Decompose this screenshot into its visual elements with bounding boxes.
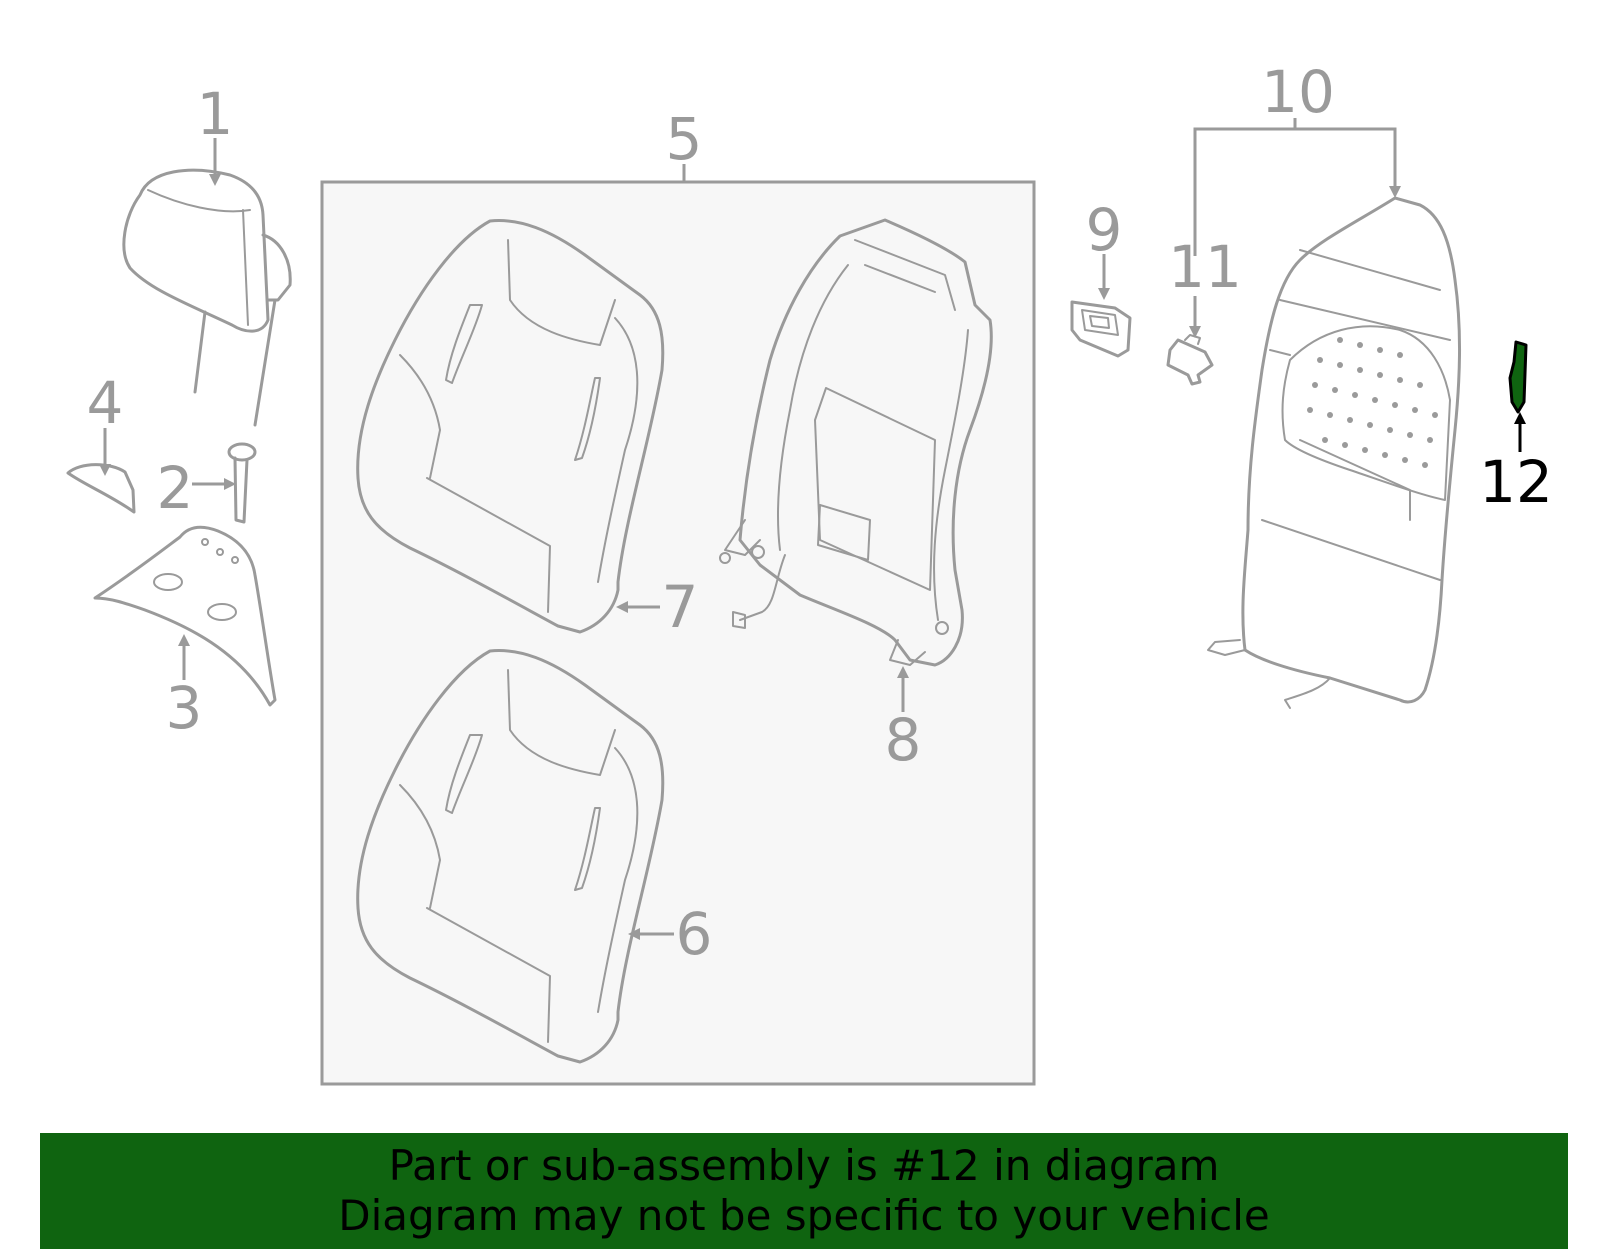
part-8-frame[interactable] [719,218,993,667]
info-banner: Part or sub-assembly is #12 in diagram D… [40,1133,1568,1249]
part-3-panel[interactable] [93,525,277,707]
banner-line-1: Part or sub-assembly is #12 in diagram [388,1141,1220,1190]
part-11-sensor[interactable] [1166,334,1214,386]
callout-6: 6 [676,900,713,968]
part-2-guide[interactable] [227,442,257,524]
arrow-3 [178,634,190,646]
part-10-frame[interactable] [1207,196,1462,709]
banner-line-2: Diagram may not be specific to your vehi… [338,1191,1270,1240]
callout-4: 4 [87,369,124,437]
arrow-4 [99,464,111,476]
arrow-6 [628,928,640,940]
callout-12: 12 [1479,448,1553,516]
callout-5: 5 [666,105,703,173]
arrow-2 [224,478,236,490]
part-6-cover[interactable] [356,649,665,1064]
arrow-12 [1514,412,1526,424]
callout-7: 7 [662,573,699,641]
assembly-box-5 [320,180,1036,1086]
callout-8: 8 [885,706,922,774]
arrow-8 [897,666,909,678]
arrow-1 [209,174,221,186]
callout-3: 3 [166,674,203,742]
arrow-11 [1189,326,1201,338]
arrow-7 [616,601,628,613]
callout-1: 1 [197,80,234,148]
part-9-switch[interactable] [1070,300,1132,358]
callout-9: 9 [1086,196,1123,264]
part-4-trim[interactable] [66,463,136,514]
part-12-clip[interactable] [1508,340,1528,414]
callout-10: 10 [1261,58,1335,126]
part-7-cover[interactable] [356,219,665,634]
callout-11: 11 [1168,233,1242,301]
arrow-10 [1389,186,1401,198]
callout-2: 2 [157,454,194,522]
part-1-headrest[interactable] [122,168,292,427]
arrow-9 [1098,288,1110,300]
